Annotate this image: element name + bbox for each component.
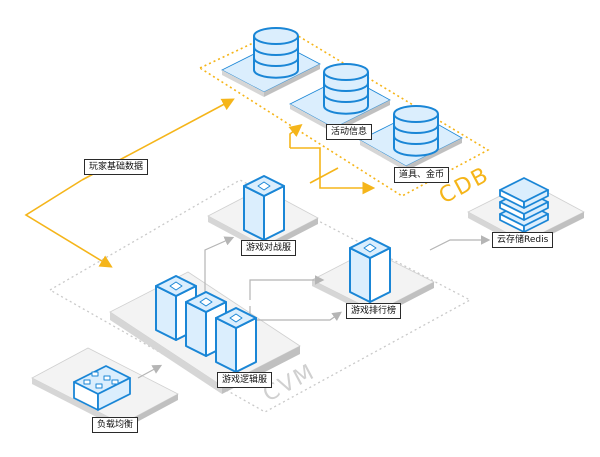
server-icon	[243, 175, 285, 241]
label-cloud-redis: 云存储Redis	[492, 232, 554, 248]
label-game-logic: 游戏逻辑服	[217, 372, 273, 388]
label-player-data: 玩家基础数据	[84, 159, 149, 175]
label-load-balancer: 负载均衡	[92, 417, 139, 433]
database-icon	[393, 105, 439, 157]
label-activity-info: 活动信息	[326, 124, 373, 140]
label-game-battle: 游戏对战服	[241, 240, 297, 256]
redis-stack-icon	[499, 177, 549, 233]
gray-connectors	[137, 235, 491, 379]
load-balancer-icon	[73, 365, 131, 411]
cvm-region-outline	[48, 179, 472, 413]
server-icon	[349, 237, 391, 303]
label-items-gold: 道具、金币	[394, 167, 450, 183]
cdb-region-outline	[198, 27, 490, 197]
database-icon	[253, 27, 299, 79]
server-icon	[215, 307, 257, 373]
label-game-ranking: 游戏排行榜	[346, 303, 402, 319]
database-icon	[323, 63, 369, 115]
